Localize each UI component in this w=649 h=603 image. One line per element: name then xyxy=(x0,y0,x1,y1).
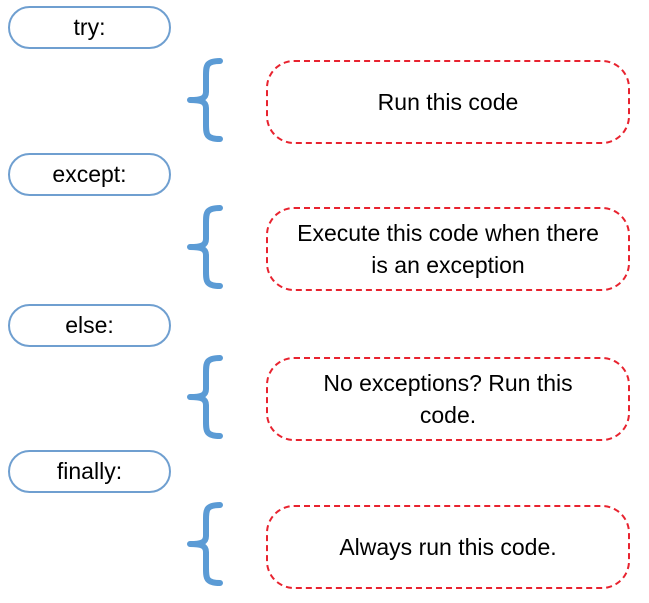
left-brace-icon xyxy=(184,502,226,586)
keyword-else: else: xyxy=(8,304,171,347)
keyword-try: try: xyxy=(8,6,171,49)
description-finally: Always run this code. xyxy=(266,505,630,589)
description-try: Run this code xyxy=(266,60,630,144)
left-brace-icon xyxy=(184,355,226,439)
keyword-finally: finally: xyxy=(8,450,171,493)
description-except: Execute this code when there is an excep… xyxy=(266,207,630,291)
left-brace-icon xyxy=(184,58,226,142)
left-brace-icon xyxy=(184,205,226,289)
keyword-except: except: xyxy=(8,153,171,196)
description-else: No exceptions? Run this code. xyxy=(266,357,630,441)
